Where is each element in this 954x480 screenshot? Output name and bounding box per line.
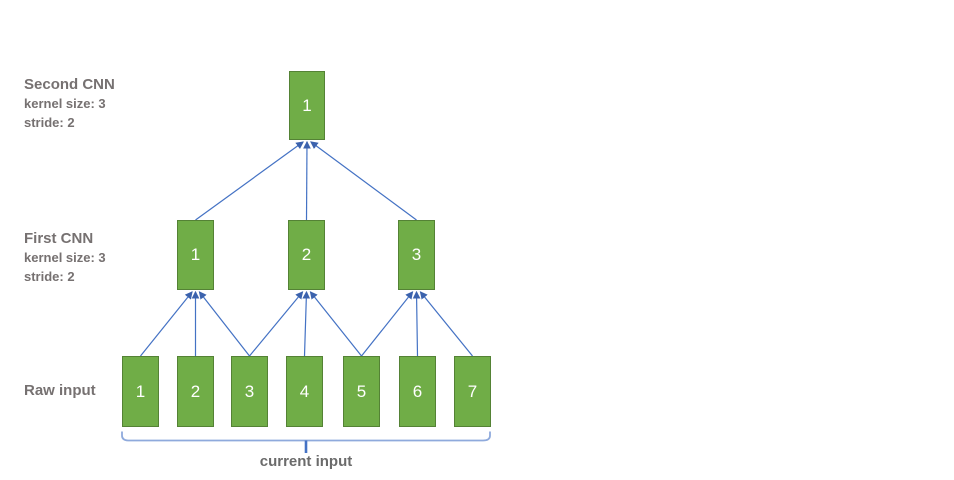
second-cnn-box-1: 1 [289,71,325,140]
raw-input-box-5: 5 [343,356,380,427]
second-cnn-kernel: kernel size: 3 [24,96,106,111]
first-cnn-box-2: 2 [288,220,325,290]
first-cnn-kernel: kernel size: 3 [24,250,106,265]
raw-input-box-7: 7 [454,356,491,427]
raw-input-title: Raw input [24,382,96,399]
first-cnn-box-3: 3 [398,220,435,290]
second-cnn-label-group: Second CNN kernel size: 3 stride: 2 [24,75,115,132]
raw-input-label-group: Raw input [24,381,96,400]
current-input-label: current input [259,453,353,470]
raw-input-box-2: 2 [177,356,214,427]
second-cnn-stride: stride: 2 [24,115,75,130]
first-cnn-label-group: First CNN kernel size: 3 stride: 2 [24,229,106,286]
raw-to-first-arrows [140,290,473,357]
raw-input-box-4: 4 [286,356,323,427]
first-cnn-box-1: 1 [177,220,214,290]
first-cnn-title: First CNN [24,230,94,247]
first-cnn-stride: stride: 2 [24,269,75,284]
second-cnn-title: Second CNN [24,76,115,93]
current-input-brace [121,431,491,453]
raw-input-box-1: 1 [122,356,159,427]
raw-input-box-6: 6 [399,356,436,427]
raw-input-box-3: 3 [231,356,268,427]
first-to-second-arrows [195,140,417,221]
